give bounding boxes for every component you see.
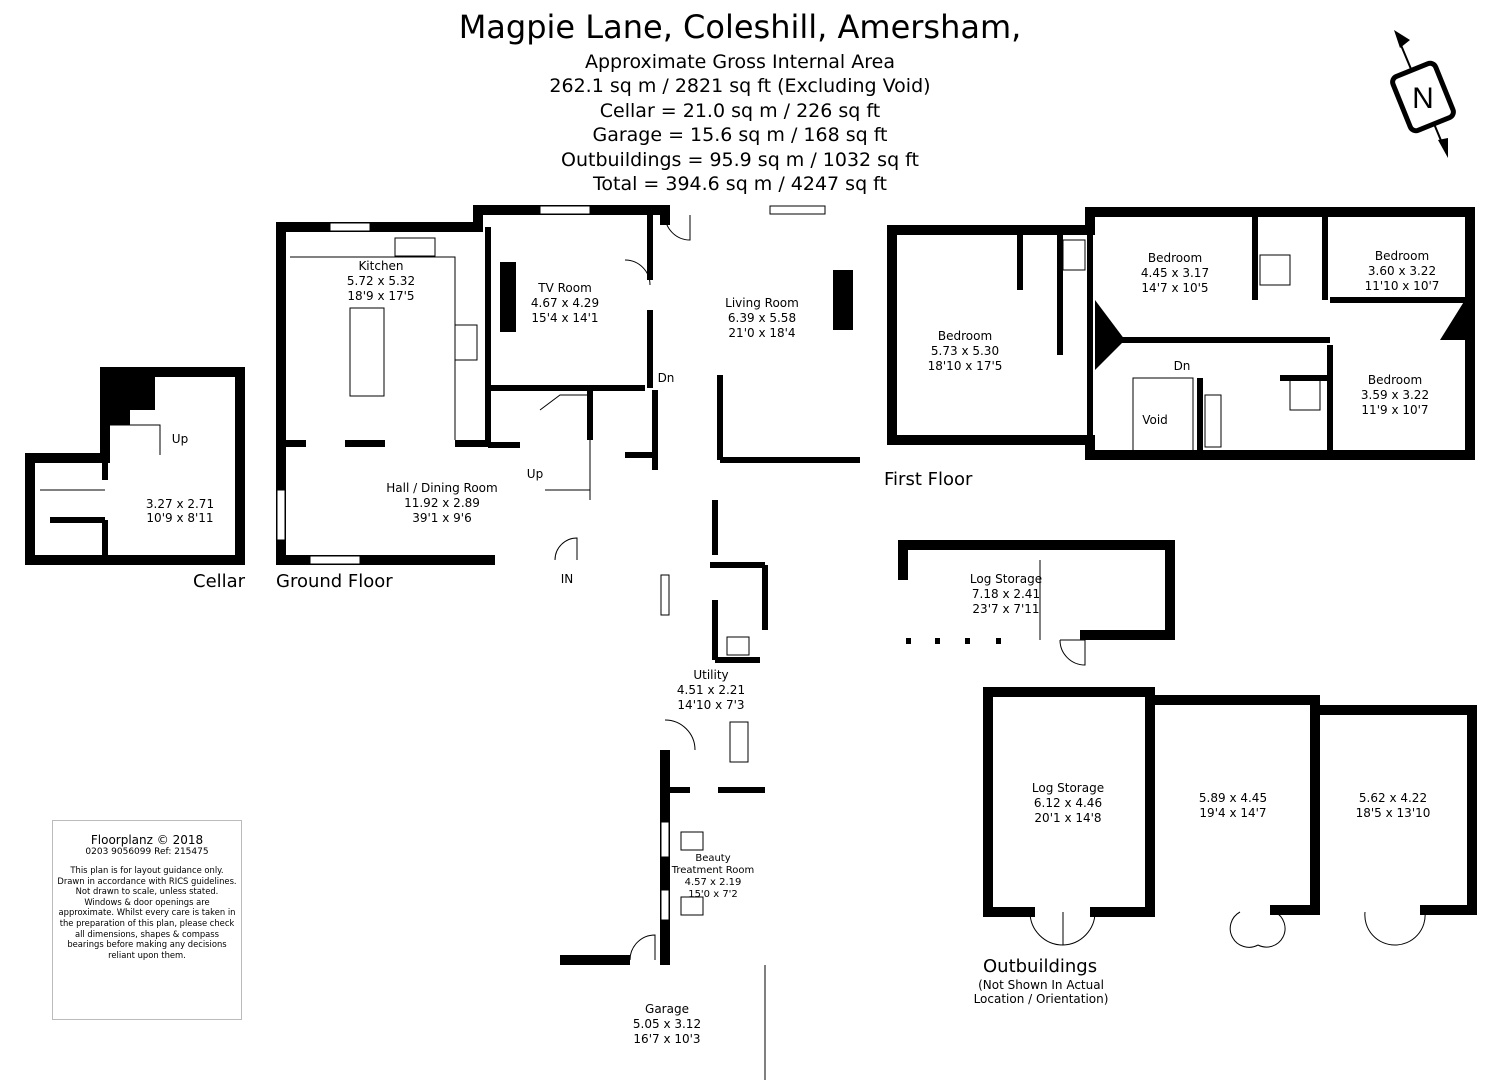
bedroom-3-size-metric: 3.60 x 3.22	[1368, 264, 1436, 278]
log-storage-2-label: Log Storage	[1032, 781, 1104, 795]
cellar-up-marker: Up	[172, 432, 188, 446]
area-total: Total = 394.6 sq m / 4247 sq ft	[593, 173, 887, 195]
garage-size-imperial: 16'7 x 10'3	[633, 1032, 700, 1046]
bedroom-1-size-imperial: 18'10 x 17'5	[928, 359, 1003, 373]
cellar-floor-label: Cellar	[193, 571, 246, 592]
bedroom-2-label: Bedroom	[1148, 251, 1202, 265]
beauty-room-label: Beauty	[695, 853, 730, 864]
beauty-room-size-metric: 4.57 x 2.19	[685, 877, 742, 888]
kitchen-size-metric: 5.72 x 5.32	[347, 274, 415, 288]
hall-size-imperial: 39'1 x 9'6	[412, 511, 472, 525]
bedroom-3-label: Bedroom	[1375, 249, 1429, 263]
disclaimer-text: This plan is for layout guidance only. D…	[57, 865, 237, 960]
ground-floor-label: Ground Floor	[276, 571, 393, 592]
hall-up-marker: Up	[527, 467, 543, 481]
outbuilding-3-size-metric: 5.62 x 4.22	[1359, 791, 1427, 805]
log-storage-2-size-metric: 6.12 x 4.46	[1034, 796, 1102, 810]
beauty-room-size-imperial: 15'0 x 7'2	[688, 889, 738, 900]
entrance-marker: IN	[561, 572, 574, 586]
kitchen-label: Kitchen	[358, 259, 403, 273]
outbuilding-3-size-imperial: 18'5 x 13'10	[1356, 806, 1431, 820]
compass-icon: N	[1390, 30, 1456, 158]
log-storage-1-plan	[898, 540, 1175, 666]
ground-dn-marker: Dn	[658, 371, 675, 385]
tv-room-size-imperial: 15'4 x 14'1	[531, 311, 598, 325]
log-storage-1-size-imperial: 23'7 x 7'11	[972, 602, 1039, 616]
beauty-room-label-2: Treatment Room	[671, 865, 755, 876]
outbuildings-plan	[983, 687, 1477, 948]
area-cellar: Cellar = 21.0 sq m / 226 sq ft	[599, 100, 881, 122]
plan-title: Magpie Lane, Coleshill, Amersham,	[458, 8, 1022, 46]
living-room-size-metric: 6.39 x 5.58	[728, 311, 796, 325]
living-room-label: Living Room	[725, 296, 799, 310]
utility-label: Utility	[693, 668, 728, 682]
hall-label: Hall / Dining Room	[386, 481, 497, 495]
compass-letter: N	[1412, 82, 1434, 115]
bedroom-4-label: Bedroom	[1368, 373, 1422, 387]
tv-room-label: TV Room	[537, 281, 592, 295]
reference: 0203 9056099 Ref: 215475	[85, 847, 209, 857]
bedroom-2-size-metric: 4.45 x 3.17	[1141, 266, 1209, 280]
log-storage-1-label: Log Storage	[970, 572, 1042, 586]
first-dn-marker: Dn	[1174, 359, 1191, 373]
kitchen-size-imperial: 18'9 x 17'5	[347, 289, 414, 303]
cellar-room-size-imperial: 10'9 x 8'11	[146, 511, 213, 525]
hall-size-metric: 11.92 x 2.89	[404, 496, 480, 510]
bedroom-1-label: Bedroom	[938, 329, 992, 343]
ground-floor-plan	[276, 205, 860, 1080]
tv-room-size-metric: 4.67 x 4.29	[531, 296, 599, 310]
outbuilding-2-size-imperial: 19'4 x 14'7	[1199, 806, 1266, 820]
area-outbuildings: Outbuildings = 95.9 sq m / 1032 sq ft	[561, 149, 919, 171]
area-heading: Approximate Gross Internal Area	[585, 51, 895, 73]
copyright: Floorplanz © 2018	[90, 833, 204, 847]
bedroom-2-size-imperial: 14'7 x 10'5	[1141, 281, 1208, 295]
utility-size-metric: 4.51 x 2.21	[677, 683, 745, 697]
log-storage-2-size-imperial: 20'1 x 14'8	[1034, 811, 1101, 825]
log-storage-1-size-metric: 7.18 x 2.41	[972, 587, 1040, 601]
area-main: 262.1 sq m / 2821 sq ft (Excluding Void)	[549, 75, 931, 97]
outbuildings-floor-label: Outbuildings	[983, 956, 1097, 977]
cellar-room-size-metric: 3.27 x 2.71	[146, 497, 214, 511]
living-room-size-imperial: 21'0 x 18'4	[728, 326, 795, 340]
utility-size-imperial: 14'10 x 7'3	[677, 698, 744, 712]
bedroom-4-size-metric: 3.59 x 3.22	[1361, 388, 1429, 402]
bedroom-4-size-imperial: 11'9 x 10'7	[1361, 403, 1428, 417]
disclaimer-box: Floorplanz © 2018 0203 9056099 Ref: 2154…	[52, 820, 242, 1020]
outbuilding-2-size-metric: 5.89 x 4.45	[1199, 791, 1267, 805]
garage-label: Garage	[645, 1002, 689, 1016]
bedroom-1-size-metric: 5.73 x 5.30	[931, 344, 999, 358]
area-garage: Garage = 15.6 sq m / 168 sq ft	[592, 124, 888, 146]
outbuildings-note-2: Location / Orientation)	[974, 992, 1109, 1006]
cellar-plan	[25, 367, 245, 565]
garage-size-metric: 5.05 x 3.12	[633, 1017, 701, 1031]
void-label: Void	[1142, 413, 1168, 427]
first-floor-label: First Floor	[884, 469, 973, 490]
outbuildings-note-1: (Not Shown In Actual	[978, 978, 1104, 992]
first-floor-plan	[887, 207, 1475, 460]
bedroom-3-size-imperial: 11'10 x 10'7	[1365, 279, 1440, 293]
